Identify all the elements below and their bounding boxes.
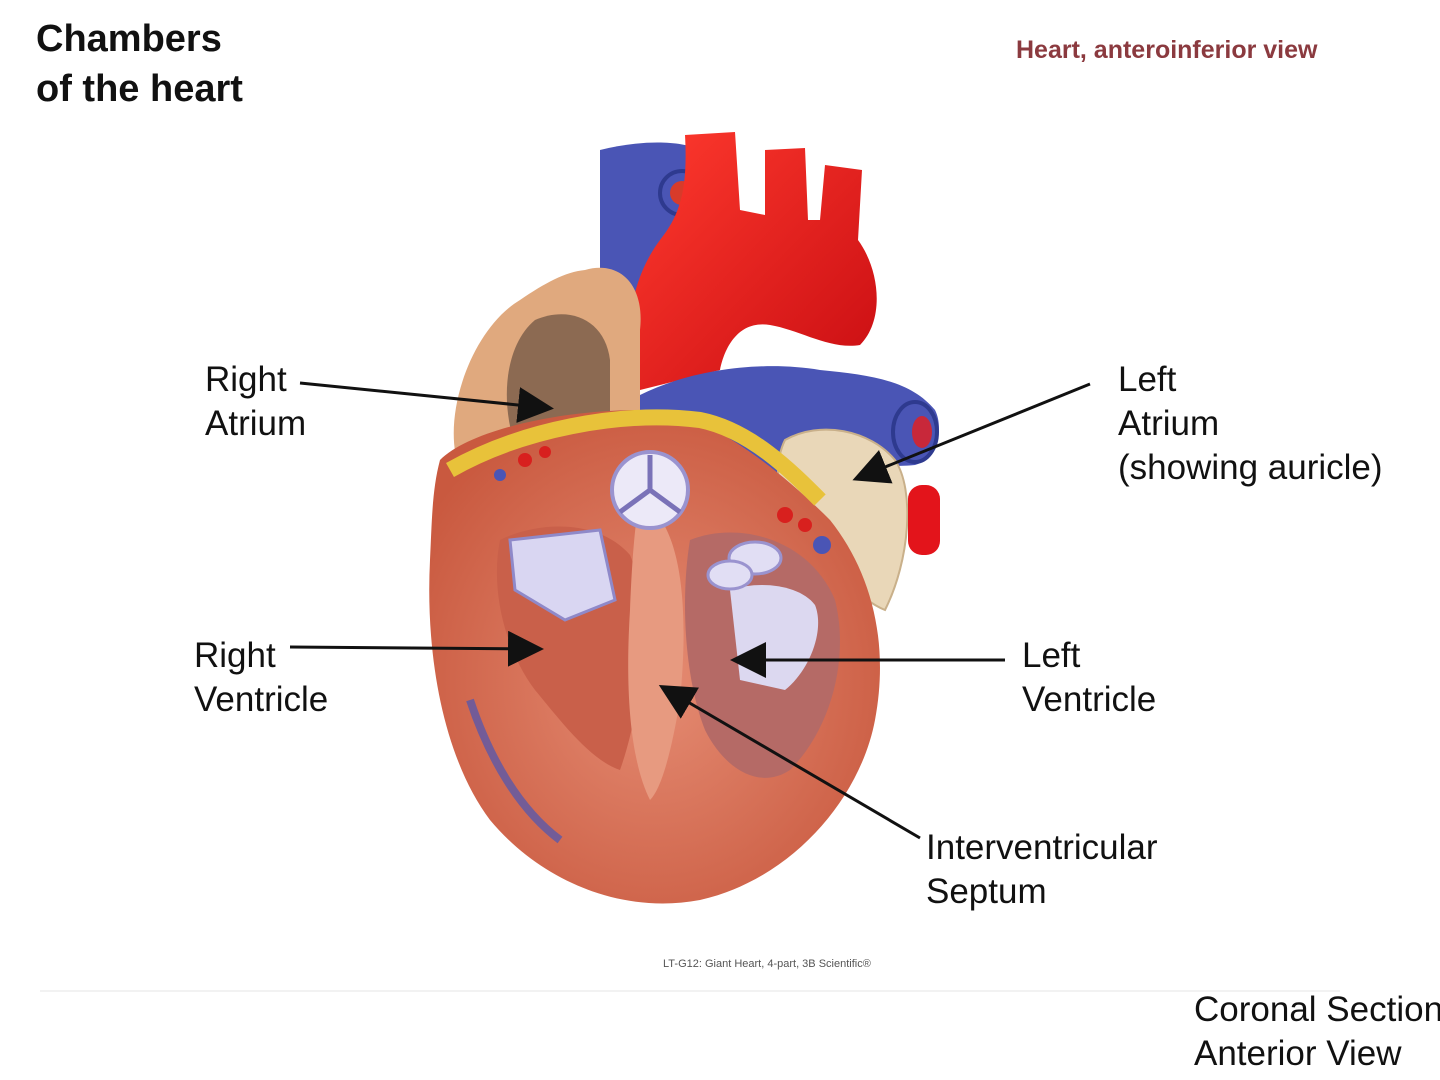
section-note: Coronal Section Anterior View <box>1194 988 1440 1076</box>
leader-arrows <box>289 381 1091 840</box>
label-left-ventricle: Left Ventricle <box>1022 634 1156 722</box>
ventricles <box>429 409 880 904</box>
label-septum-line1: Interventricular <box>926 828 1158 867</box>
model-caption: LT-G12: Giant Heart, 4-part, 3B Scientif… <box>663 958 871 970</box>
aorta <box>629 132 877 390</box>
label-interventricular-septum: Interventricular Septum <box>926 826 1157 914</box>
page-title: Chambers of the heart <box>36 14 243 114</box>
title-line-1: Chambers <box>36 18 222 60</box>
label-right-atrium-line2: Atrium <box>205 404 307 443</box>
section-note-line1: Coronal Section <box>1194 990 1440 1029</box>
title-line-2: of the heart <box>36 68 243 110</box>
arrow-septum <box>658 684 921 840</box>
label-right-ventricle: Right Ventricle <box>194 634 328 722</box>
arrow-right-atrium <box>299 381 554 423</box>
label-left-atrium: Left Atrium (showing auricle) <box>1118 358 1383 490</box>
label-left-ventricle-line2: Ventricle <box>1022 680 1157 719</box>
label-right-ventricle-line2: Ventricle <box>194 680 329 719</box>
label-right-atrium: Right Atrium <box>205 358 306 446</box>
label-left-atrium-line3: (showing auricle) <box>1118 448 1383 487</box>
arrow-left-atrium <box>852 382 1091 484</box>
section-note-line2: Anterior View <box>1194 1034 1402 1073</box>
label-right-ventricle-line1: Right <box>194 636 276 675</box>
view-subtitle: Heart, anteroinferior view <box>1016 36 1318 64</box>
label-right-atrium-line1: Right <box>205 360 287 399</box>
arrow-right-ventricle <box>289 630 544 667</box>
label-left-atrium-line2: Atrium <box>1118 404 1220 443</box>
label-left-ventricle-line1: Left <box>1022 636 1081 675</box>
label-septum-line2: Septum <box>926 872 1047 911</box>
divider <box>40 990 1340 992</box>
label-left-atrium-line1: Left <box>1118 360 1177 399</box>
